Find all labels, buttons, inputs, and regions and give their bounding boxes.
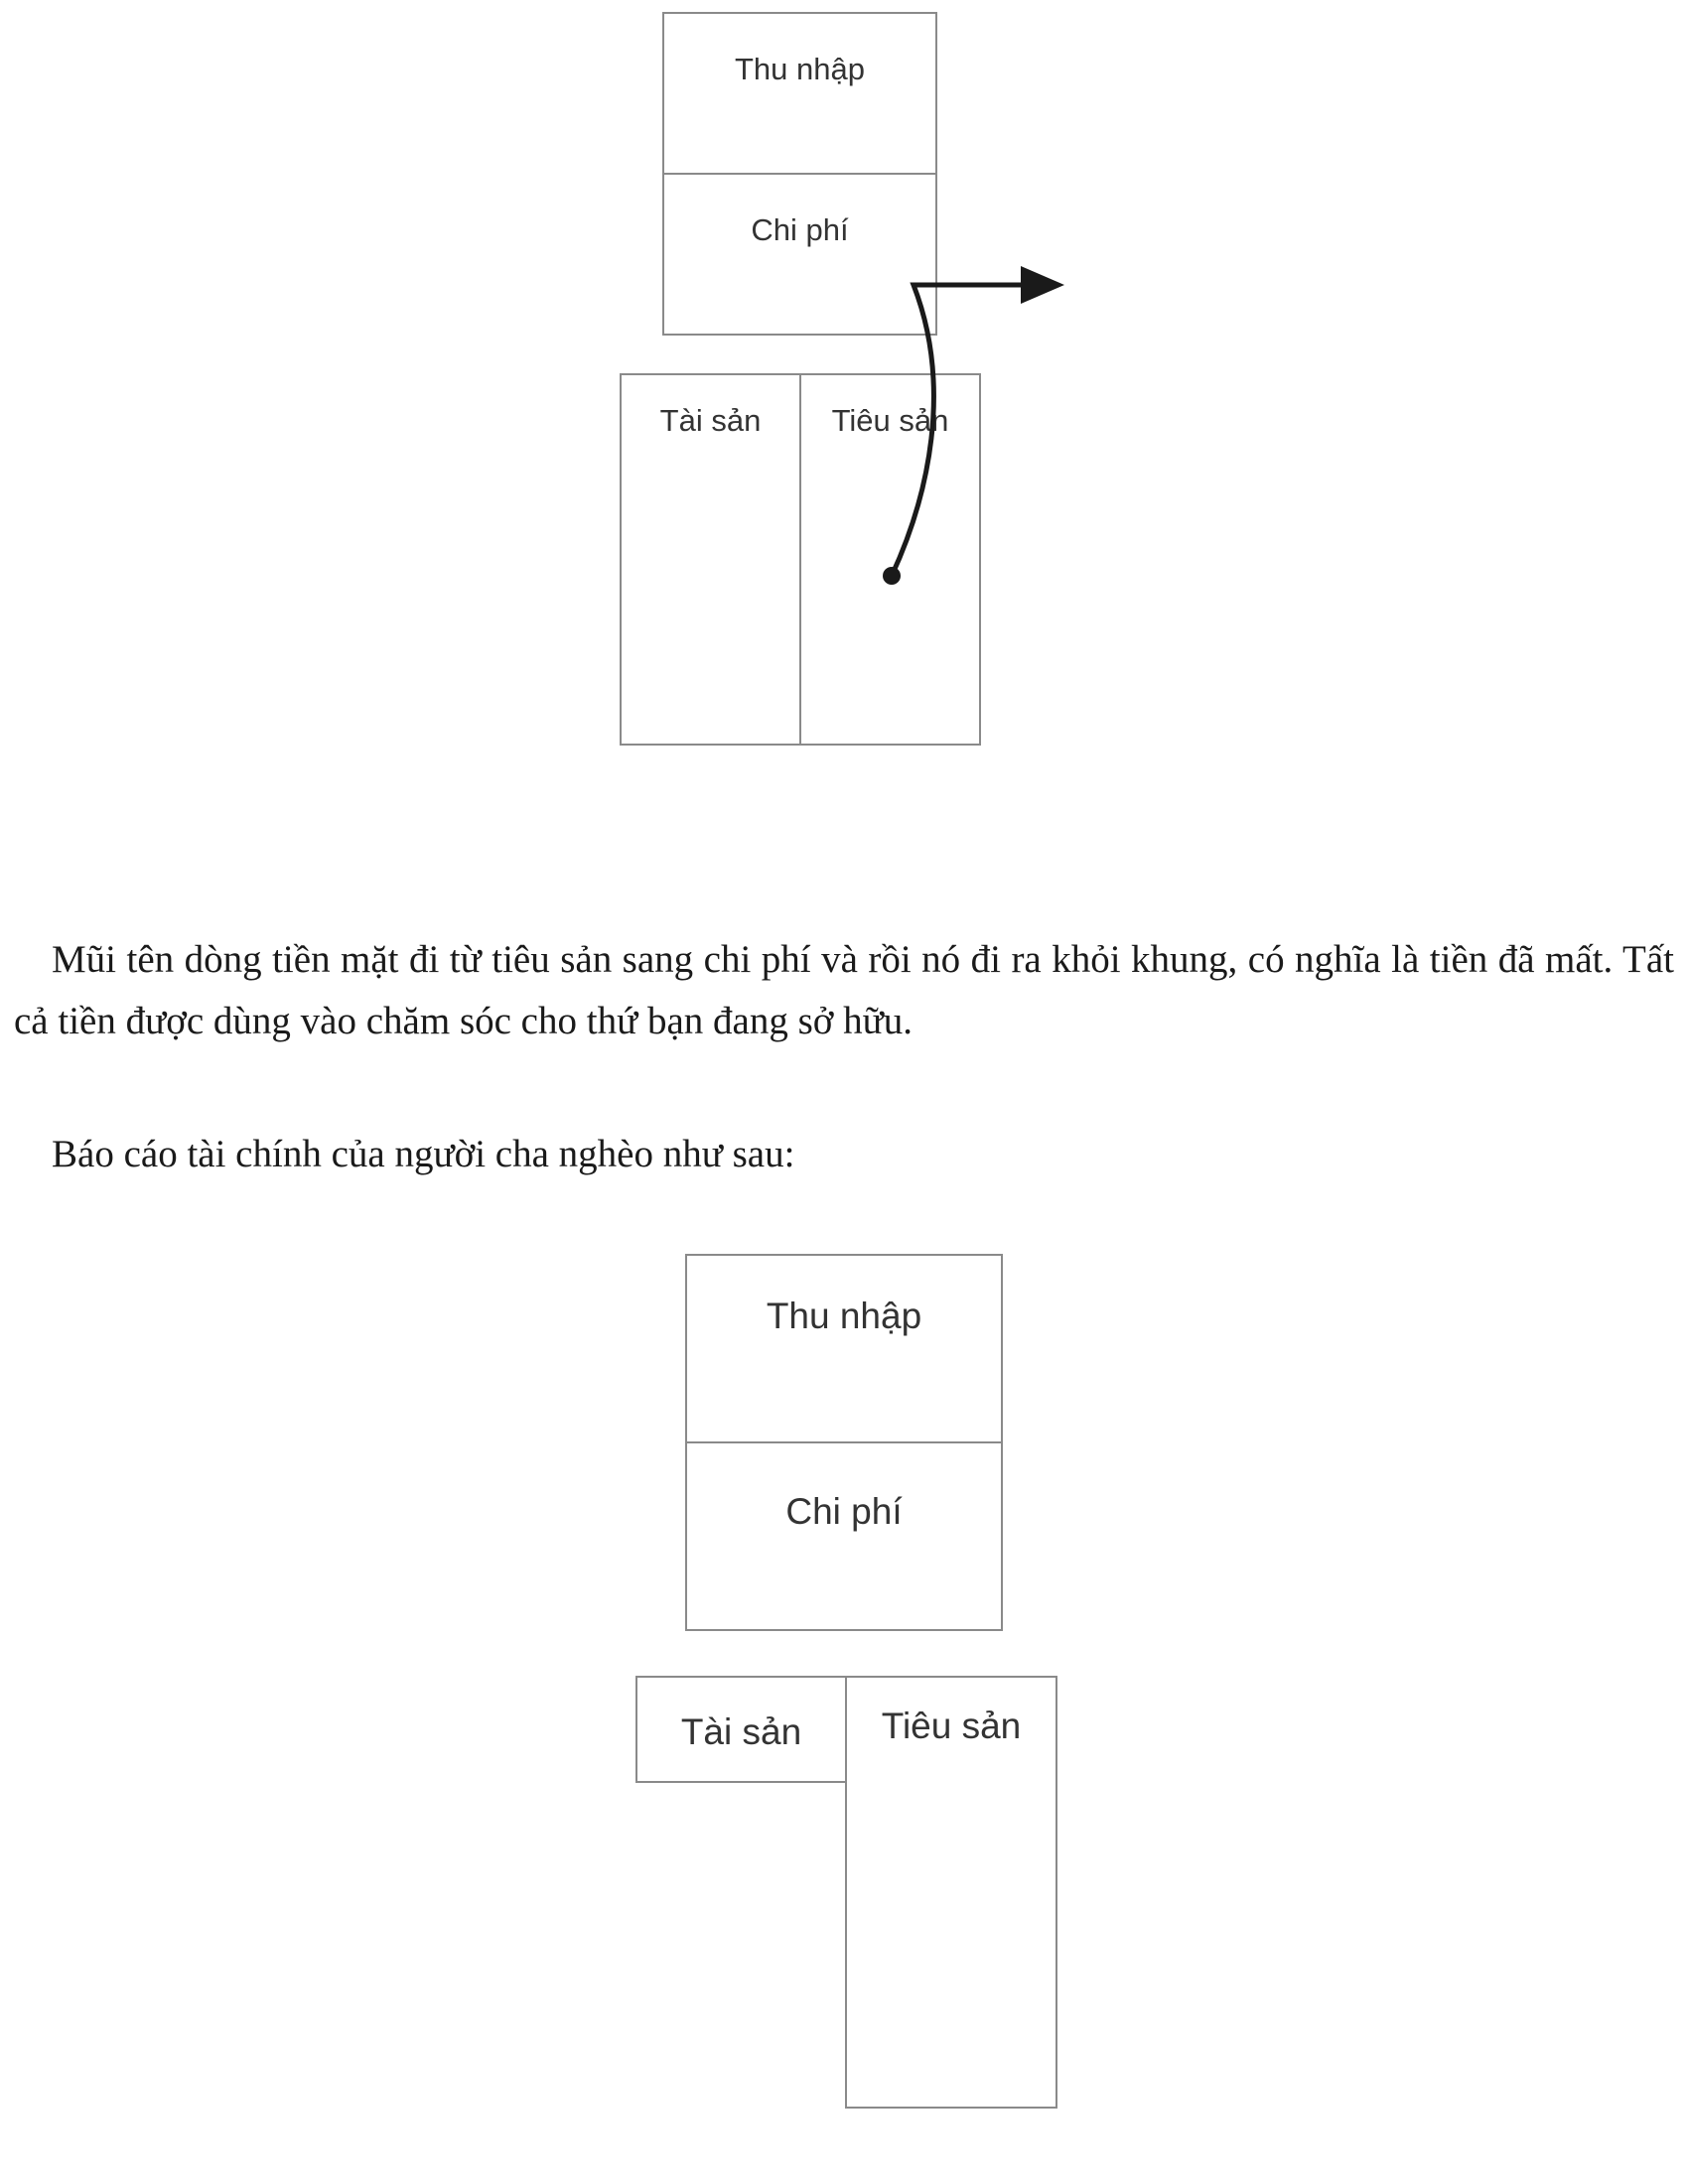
liability-box: Tiêu sản (799, 373, 981, 746)
cash-flow-origin-dot (883, 567, 901, 585)
expense-box-2: Chi phí (685, 1441, 1003, 1631)
income-box: Thu nhập (662, 12, 937, 175)
expense-label: Chi phí (751, 212, 849, 247)
cash-flow-arrowhead (1021, 266, 1064, 304)
asset-label: Tài sản (659, 403, 762, 438)
cash-flow-arrow-path (889, 282, 1023, 578)
expense-label-2: Chi phí (785, 1491, 903, 1532)
asset-box: Tài sản (620, 373, 801, 746)
paragraph-2: Báo cáo tài chính của người cha nghèo nh… (52, 1133, 795, 1175)
asset-box-2: Tài sản (635, 1676, 847, 1783)
asset-label-2: Tài sản (680, 1711, 802, 1752)
liability-box-2: Tiêu sản (845, 1676, 1057, 2109)
expense-box: Chi phí (662, 173, 937, 336)
income-label: Thu nhập (735, 52, 865, 86)
paragraph-1: Mũi tên dòng tiền mặt đi từ tiêu sản san… (14, 938, 1674, 1042)
income-box-2: Thu nhập (685, 1254, 1003, 1443)
income-label-2: Thu nhập (766, 1296, 922, 1336)
cash-flow-arrow (883, 266, 1064, 585)
liability-label: Tiêu sản (831, 403, 949, 438)
liability-label-2: Tiêu sản (881, 1706, 1022, 1746)
